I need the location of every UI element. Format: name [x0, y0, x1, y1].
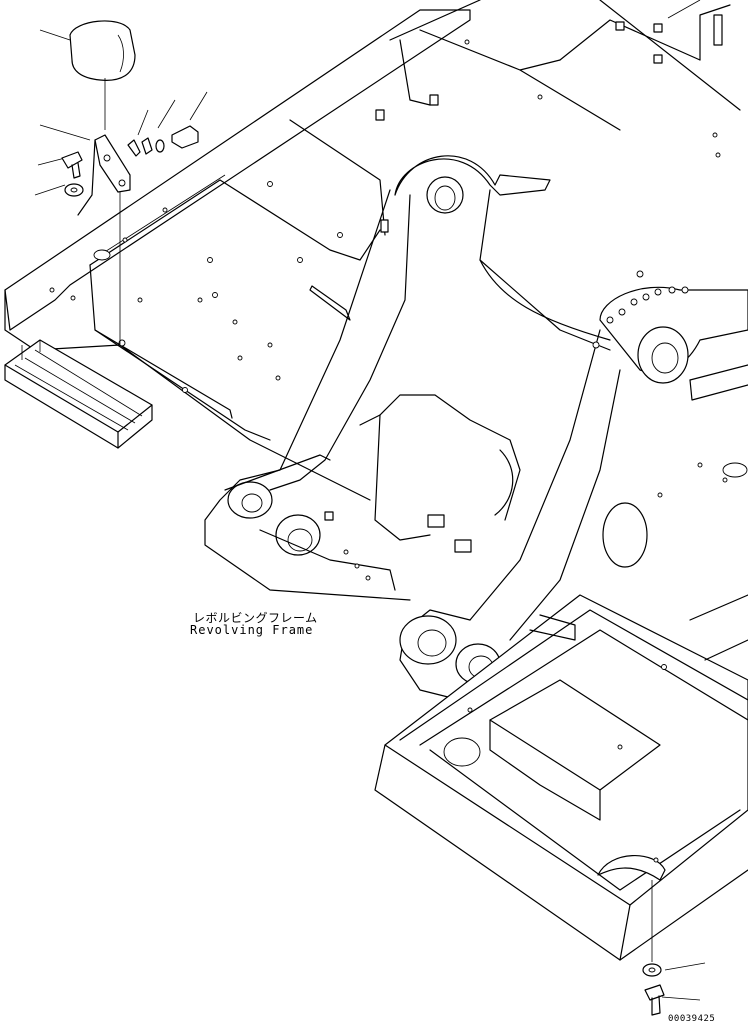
cap-part — [69, 20, 136, 130]
bracket-part — [77, 134, 131, 345]
bottom-bolt-part — [644, 984, 665, 1016]
rear-structure — [375, 0, 741, 233]
rear-box — [374, 594, 748, 961]
callouts — [34, 0, 706, 1001]
bottom-washer-part — [642, 880, 662, 977]
bolt-part — [61, 151, 83, 179]
small-bolts-part — [127, 125, 199, 157]
washer-part — [64, 183, 84, 197]
boom-bracket — [204, 155, 611, 601]
left-deck — [4, 9, 471, 501]
part-label-english: Revolving Frame — [190, 623, 314, 637]
right-bracket — [399, 270, 748, 701]
part-label-japanese: レボルビングフレーム — [193, 611, 318, 625]
figure-code: 00039425 — [668, 1014, 716, 1024]
center-opening — [359, 394, 521, 541]
step — [4, 339, 153, 449]
